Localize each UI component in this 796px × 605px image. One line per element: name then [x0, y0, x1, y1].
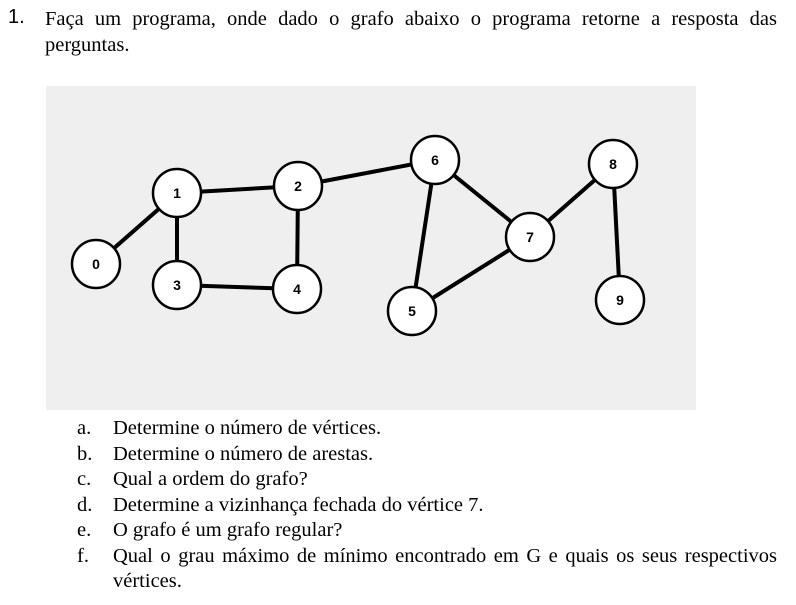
- subquestion-text: Determine a vizinhança fechada do vértic…: [113, 493, 484, 516]
- graph-figure: 0 1 2 3 4 5 6 7 8 9: [46, 86, 696, 410]
- subquestion-letter: c.: [77, 468, 92, 490]
- graph-node-label: 0: [92, 256, 100, 272]
- subquestion-list: a. Determine o número de vértices. b. De…: [77, 416, 777, 595]
- graph-node-circle: [271, 263, 323, 315]
- graph-node-circle: [409, 134, 461, 186]
- graph-node-label: 2: [294, 178, 302, 194]
- graph-node-label: 8: [609, 156, 617, 172]
- graph-node-label: 5: [408, 303, 416, 319]
- subquestion-d: d. Determine a vizinhança fechada do vér…: [77, 493, 777, 519]
- subquestion-letter: a.: [77, 417, 92, 439]
- subquestion-letter: e.: [77, 519, 92, 541]
- subquestion-f: f. Qual o grau máximo de mínimo encontra…: [77, 544, 777, 595]
- graph-node-circle: [504, 211, 556, 263]
- subquestion-letter: b.: [77, 442, 93, 465]
- graph-node-circle: [70, 238, 122, 290]
- subquestion-text: O grafo é um grafo regular?: [113, 519, 343, 541]
- graph-node-label: 1: [173, 185, 181, 201]
- graph-node-label: 9: [616, 292, 624, 308]
- subquestion-text: Qual a ordem do grafo?: [113, 468, 308, 490]
- subquestion-text: Determine o número de vértices.: [113, 417, 382, 439]
- graph-node-1: 1: [151, 167, 203, 219]
- graph-node-label: 6: [431, 152, 439, 168]
- graph-node-7: 7: [504, 211, 556, 263]
- graph-node-2: 2: [272, 160, 324, 212]
- subquestion-c: c. Qual a ordem do grafo?: [77, 467, 777, 493]
- graph-node-0: 0: [70, 238, 122, 290]
- graph-node-label: 7: [526, 229, 534, 245]
- graph-node-circle: [587, 138, 639, 190]
- question-number: 1.: [8, 6, 25, 28]
- graph-edge-6-5: [410, 159, 437, 312]
- graph-node-circle: [272, 160, 324, 212]
- subquestion-text: Qual o grau máximo de mínimo encontrado …: [113, 544, 777, 593]
- graph-node-label: 4: [293, 281, 301, 297]
- graph-node-circle: [386, 285, 438, 337]
- graph-node-9: 9: [594, 274, 646, 326]
- graph-node-circle: [594, 274, 646, 326]
- graph-node-8: 8: [587, 138, 639, 190]
- graph-node-6: 6: [409, 134, 461, 186]
- subquestion-b: b. Determine o número de arestas.: [77, 442, 777, 468]
- graph-node-circle: [151, 167, 203, 219]
- subquestion-e: e. O grafo é um grafo regular?: [77, 518, 777, 544]
- graph-node-4: 4: [271, 263, 323, 315]
- graph-node-5: 5: [386, 285, 438, 337]
- graph-node-label: 3: [173, 277, 181, 293]
- subquestion-text: Determine o número de arestas.: [113, 442, 374, 465]
- subquestion-letter: f.: [77, 544, 89, 567]
- subquestion-letter: d.: [77, 493, 93, 516]
- subquestion-a: a. Determine o número de vértices.: [77, 416, 777, 442]
- graph-node-3: 3: [151, 259, 203, 311]
- graph-node-circle: [151, 259, 203, 311]
- graph-diagram: 0 1 2 3 4 5 6 7 8 9: [70, 134, 646, 337]
- question-text: Faça um programa, onde dado o grafo abai…: [45, 8, 777, 56]
